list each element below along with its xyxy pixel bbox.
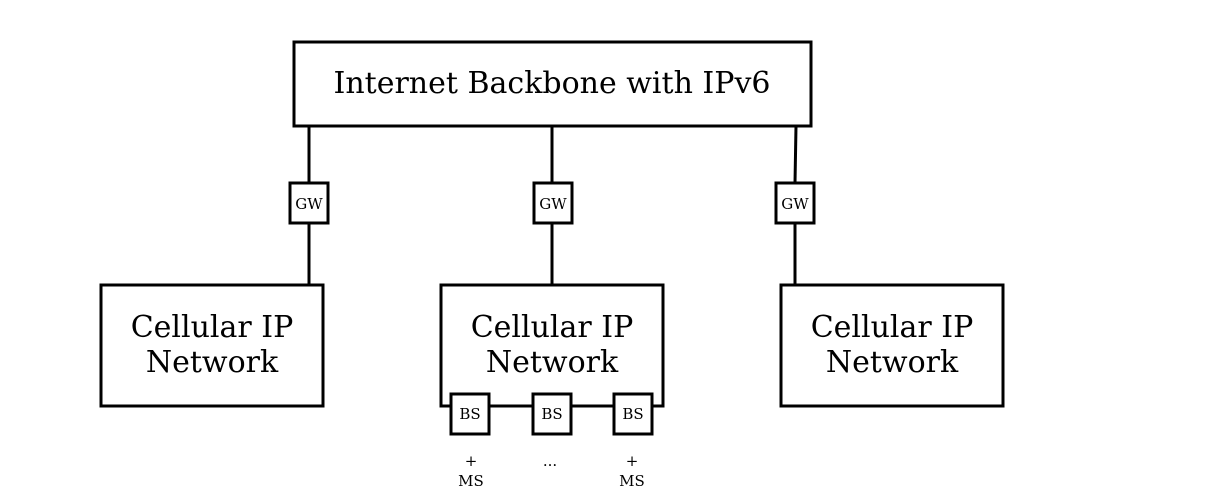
network-3-box bbox=[779, 283, 1005, 408]
mobile-station-ellipsis-text: ... bbox=[543, 452, 557, 470]
network-3-line2: Network bbox=[826, 345, 959, 380]
network-1-line2: Network bbox=[146, 345, 279, 380]
backbone-to-gw-3-line bbox=[793, 125, 798, 184]
backbone-node: Internet Backbone with IPv6 bbox=[292, 40, 813, 128]
gateway-2-label: GW bbox=[539, 195, 567, 213]
network-2-line2: Network bbox=[486, 345, 619, 380]
gateway-3-label: GW bbox=[781, 195, 809, 213]
base-station-2-label: BS bbox=[541, 405, 562, 423]
gateway-2-box bbox=[532, 181, 574, 225]
base-station-3-box bbox=[612, 392, 654, 436]
gateway-1-box bbox=[288, 181, 330, 225]
mobile-station-1-label: MS bbox=[458, 472, 484, 490]
base-station-1: BS bbox=[449, 392, 491, 436]
network-1-line1: Cellular IP bbox=[131, 310, 294, 345]
mobile-station-1-plus: + bbox=[465, 452, 478, 470]
gateway-2: GW bbox=[532, 181, 574, 225]
mobile-station-ellipsis: ... bbox=[543, 452, 557, 470]
network-2: Cellular IP Network bbox=[439, 283, 665, 408]
gateway-3-box bbox=[774, 181, 816, 225]
connector-lines bbox=[307, 125, 798, 285]
mobile-station-1: + MS bbox=[458, 452, 484, 490]
network-2-box bbox=[439, 283, 665, 408]
base-station-2: BS bbox=[531, 392, 573, 436]
backbone-label: Internet Backbone with IPv6 bbox=[333, 66, 770, 101]
base-station-2-box bbox=[531, 392, 573, 436]
network-1: Cellular IP Network bbox=[99, 283, 325, 408]
gateway-1-label: GW bbox=[295, 195, 323, 213]
mobile-station-2: + MS bbox=[619, 452, 645, 490]
base-station-1-box bbox=[449, 392, 491, 436]
network-1-box bbox=[99, 283, 325, 408]
network-3: Cellular IP Network bbox=[779, 283, 1005, 408]
mobile-station-2-label: MS bbox=[619, 472, 645, 490]
mobile-station-2-plus: + bbox=[626, 452, 639, 470]
gateway-3: GW bbox=[774, 181, 816, 225]
network-3-line1: Cellular IP bbox=[811, 310, 974, 345]
base-station-3-label: BS bbox=[622, 405, 643, 423]
gateway-1: GW bbox=[288, 181, 330, 225]
backbone-box bbox=[292, 40, 813, 128]
network-2-line1: Cellular IP bbox=[471, 310, 634, 345]
base-station-3: BS bbox=[612, 392, 654, 436]
base-station-1-label: BS bbox=[459, 405, 480, 423]
